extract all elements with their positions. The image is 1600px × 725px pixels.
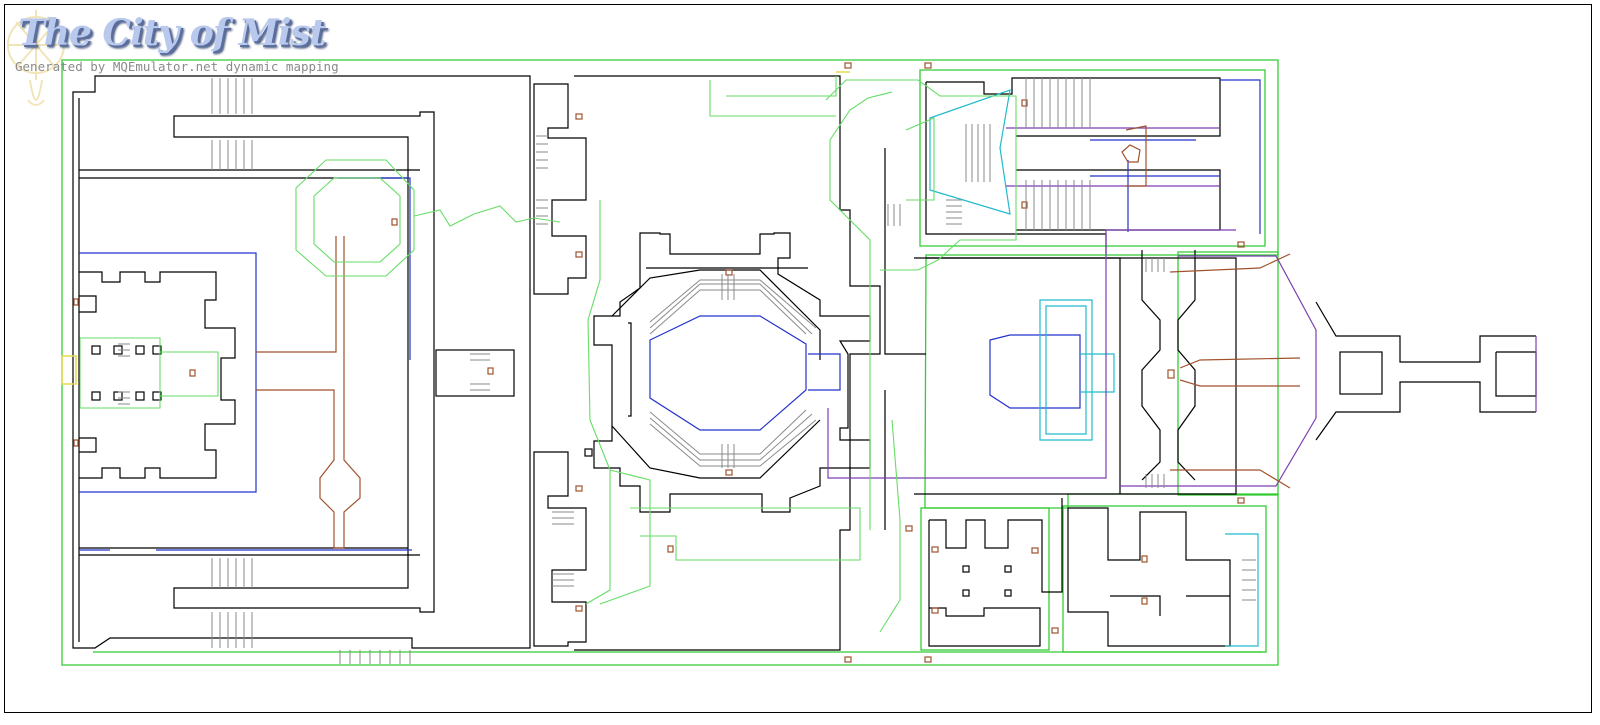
entrance-marker xyxy=(61,71,850,385)
upper-level-outline xyxy=(61,59,1279,666)
cyan-lines xyxy=(929,89,1259,647)
green-paths xyxy=(79,76,1017,633)
door-markers xyxy=(73,62,1245,663)
door-paths xyxy=(256,125,1301,549)
purple-paths xyxy=(827,127,1537,487)
map-subtitle: Generated by MQEmulator.net dynamic mapp… xyxy=(15,59,339,74)
water-lines xyxy=(79,79,1261,551)
stairs xyxy=(118,78,1256,664)
map-title: The City of Mist xyxy=(18,12,326,54)
map-frame xyxy=(4,4,1592,713)
emblem-icon xyxy=(7,10,65,106)
